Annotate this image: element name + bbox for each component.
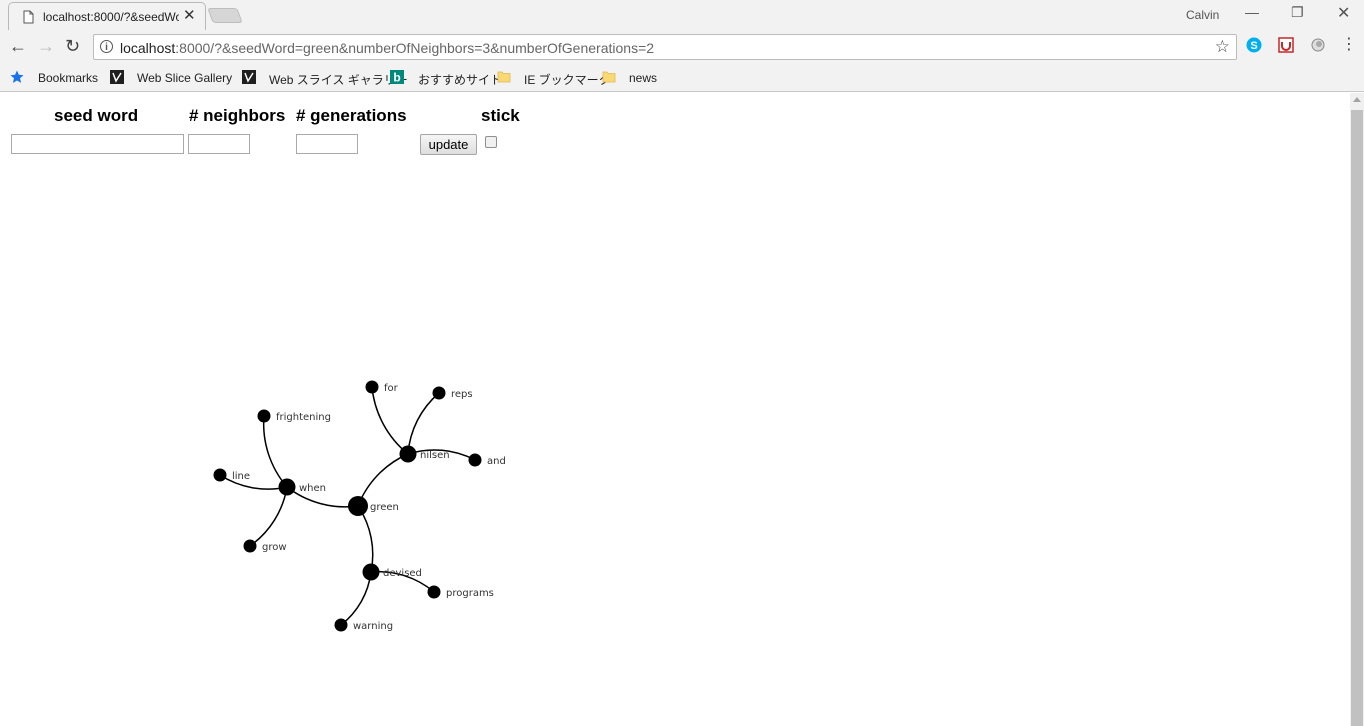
forward-arrow-icon[interactable]: →	[37, 36, 55, 56]
browser-toolbar: ← → ↻ i localhost:8000/?&seedWord=green&…	[0, 30, 1364, 64]
graph-node-label-grow: grow	[262, 542, 287, 553]
pocket-icon[interactable]	[1278, 37, 1294, 53]
profile-name[interactable]: Calvin	[1186, 8, 1220, 22]
bookmark-item[interactable]: IE ブックマーク	[524, 73, 611, 87]
restore-icon[interactable]: ❐	[1291, 4, 1304, 20]
svg-text:b: b	[393, 71, 400, 85]
bookmark-item[interactable]: news	[629, 71, 658, 85]
graph-node-label-reps: reps	[451, 389, 473, 400]
graph-node-label-and: and	[487, 456, 506, 467]
menu-dots-icon[interactable]: ⋮	[1341, 36, 1357, 53]
update-button[interactable]: update	[420, 134, 477, 155]
graph-node-grow[interactable]	[243, 539, 257, 553]
bing-icon: b	[390, 70, 404, 84]
graph-node-reps[interactable]	[432, 386, 446, 400]
folder-icon	[497, 71, 511, 83]
graph-node-green[interactable]	[348, 496, 368, 516]
window-close-icon[interactable]: ✕	[1337, 5, 1351, 22]
neighbors-input[interactable]	[188, 134, 250, 154]
bookmark-item[interactable]: Web Slice Gallery	[137, 71, 233, 85]
graph-link-green-devised	[357, 505, 374, 573]
tab-active[interactable]: localhost:8000/?&seedWord=green&numberOf…	[8, 2, 206, 30]
bookmarks-bar: Bookmarks Web Slice Gallery Web スライス ギャラ…	[0, 64, 1364, 92]
ie-icon	[242, 70, 256, 84]
graph-node-label-nilsen: nilsen	[420, 450, 450, 461]
new-tab-button[interactable]	[207, 8, 243, 23]
generations-input[interactable]	[296, 134, 358, 154]
tab-close-icon[interactable]: ✕	[183, 7, 196, 24]
seed-word-label: seed word	[54, 106, 139, 125]
graph-node-and[interactable]	[468, 453, 482, 467]
star-icon	[10, 70, 24, 83]
bookmark-item[interactable]: Bookmarks	[38, 71, 99, 85]
vertical-scrollbar[interactable]	[1350, 93, 1364, 726]
graph-node-label-green: green	[370, 502, 399, 513]
graph-node-label-warning: warning	[353, 621, 393, 632]
bookmark-star-icon[interactable]: ☆	[1214, 37, 1230, 56]
folder-icon	[602, 71, 616, 83]
graph-node-label-programs: programs	[446, 588, 494, 599]
url-text: localhost:8000/?&seedWord=green&numberOf…	[120, 40, 655, 56]
graph-node-nilsen[interactable]	[399, 445, 417, 463]
graph-link-nilsen-for	[371, 386, 409, 455]
graph-node-line[interactable]	[213, 468, 227, 482]
graph-link-devised-warning	[340, 571, 372, 626]
document-icon	[23, 10, 34, 24]
graph-link-nilsen-reps	[407, 392, 440, 455]
back-arrow-icon[interactable]: ←	[9, 36, 27, 56]
graph-link-when-line	[219, 474, 288, 490]
graph-link-when-frightening	[262, 415, 288, 488]
graph-node-label-for: for	[384, 383, 399, 394]
page-content: seed word # neighbors # generations stic…	[0, 93, 1350, 726]
stick-checkbox[interactable]	[485, 136, 497, 148]
graph-node-frightening[interactable]	[257, 409, 271, 423]
tab-title: localhost:8000/?&seedWord=green&numberOf…	[43, 10, 179, 24]
ie-icon	[110, 70, 124, 84]
graph-node-label-frightening: frightening	[276, 412, 331, 423]
address-bar[interactable]: i localhost:8000/?&seedWord=green&number…	[93, 34, 1237, 60]
scroll-up-arrow-icon[interactable]	[1353, 97, 1361, 102]
graph-node-warning[interactable]	[334, 618, 348, 632]
extension-circle-icon[interactable]	[1310, 37, 1326, 53]
graph-node-label-line: line	[232, 471, 250, 482]
graph-link-green-nilsen	[357, 453, 409, 507]
graph-node-label-devised: devised	[383, 568, 422, 579]
bookmark-item[interactable]: Web スライス ギャラリー	[269, 73, 408, 87]
neighbors-label: # neighbors	[189, 106, 286, 125]
generations-label: # generations	[296, 106, 407, 125]
seed-word-input[interactable]	[11, 134, 184, 154]
word-graph: green when nilsen devised frightening line gro…	[213, 380, 506, 632]
graph-node-programs[interactable]	[427, 585, 441, 599]
tab-strip: localhost:8000/?&seedWord=green&numberOf…	[0, 0, 1364, 30]
graph-node-label-when: when	[299, 483, 326, 494]
graph-node-devised[interactable]	[362, 563, 380, 581]
graph-node-when[interactable]	[278, 478, 296, 496]
minimize-icon[interactable]: —	[1245, 4, 1259, 20]
info-icon[interactable]: i	[100, 40, 113, 53]
graph-node-for[interactable]	[365, 380, 379, 394]
graph-link-when-grow	[249, 486, 288, 547]
skype-icon[interactable]: S	[1246, 37, 1262, 53]
stick-label: stick	[481, 106, 520, 125]
reload-icon[interactable]: ↻	[65, 36, 81, 56]
svg-text:S: S	[1250, 40, 1257, 52]
scrollbar-thumb[interactable]	[1351, 110, 1363, 726]
bookmark-item[interactable]: おすすめサイト	[418, 73, 503, 87]
